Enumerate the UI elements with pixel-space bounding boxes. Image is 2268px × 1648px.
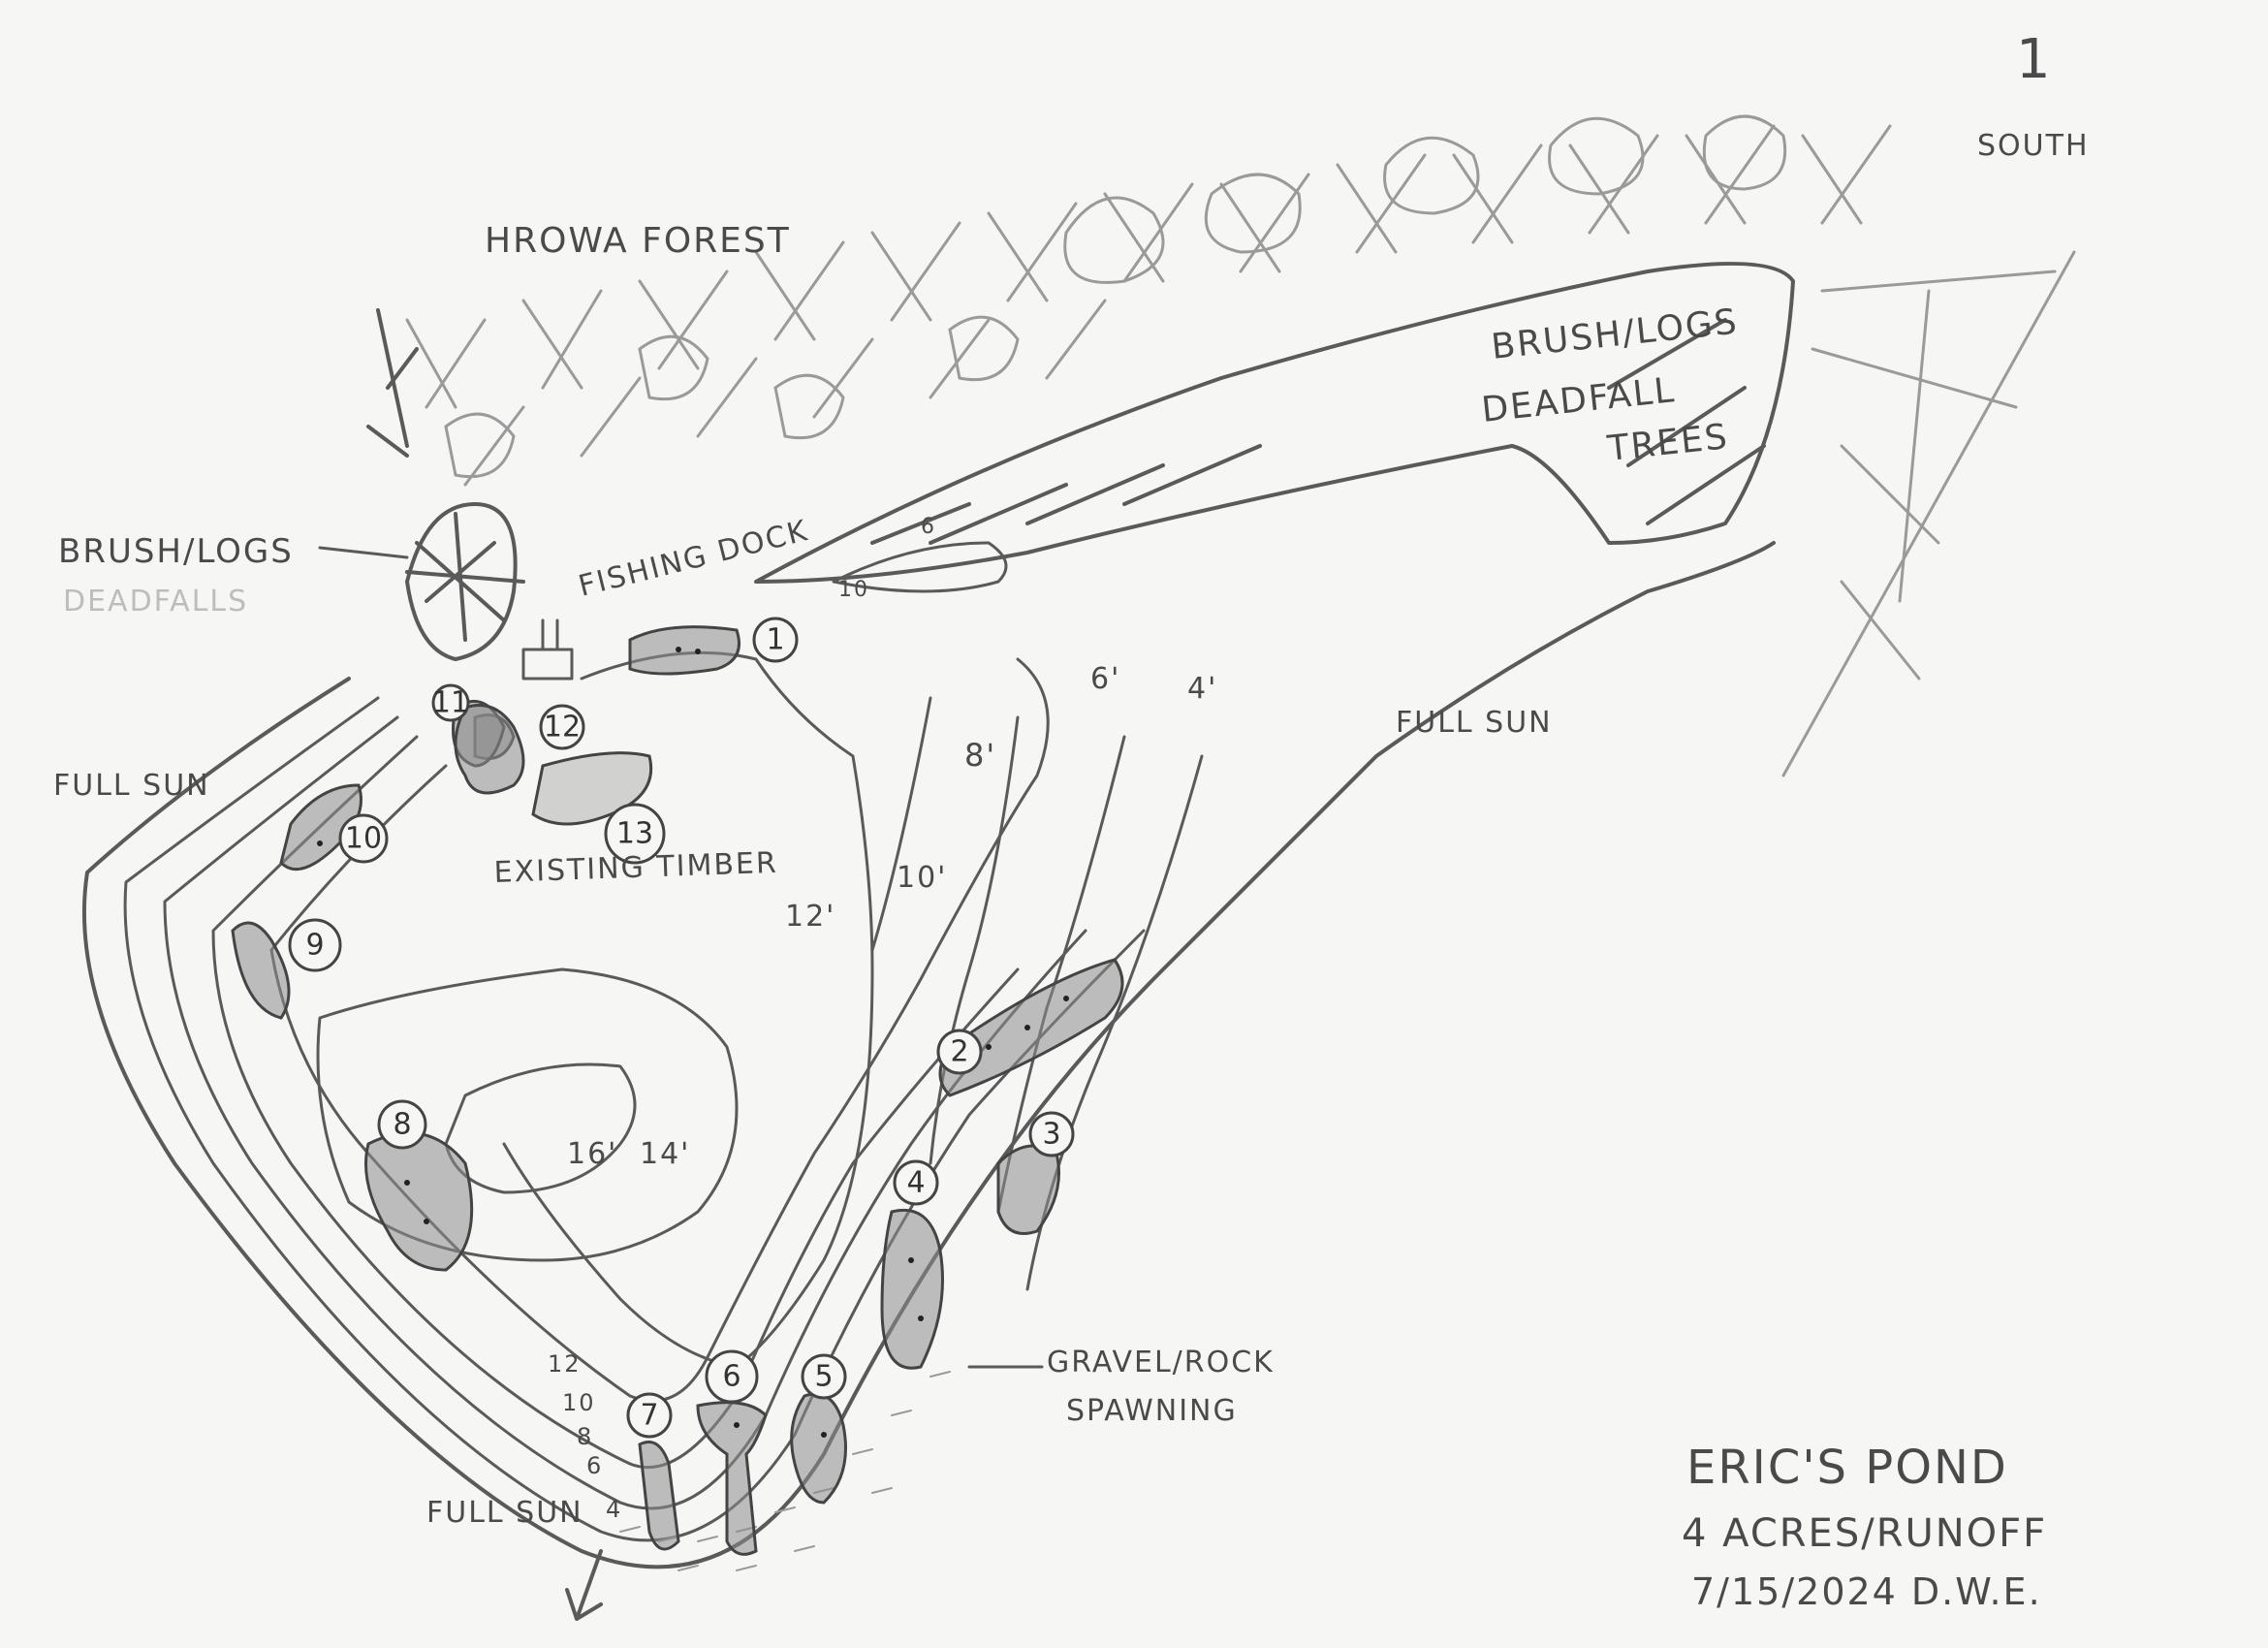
depth-10-bottom: 10 xyxy=(562,1389,596,1416)
depth-14ft: 14' xyxy=(640,1137,690,1171)
structure-marker-12: 12 xyxy=(539,704,585,750)
fishing-dock xyxy=(521,618,574,681)
full-sun-left-label: FULL SUN xyxy=(53,769,210,803)
pond-date: 7/15/2024 D.W.E. xyxy=(1691,1570,2042,1613)
structure-marker-3: 3 xyxy=(1028,1111,1075,1157)
depth-4-bottom: 4 xyxy=(606,1496,622,1523)
depth-12ft: 12' xyxy=(785,900,835,934)
deadfall-label: DEADFALL xyxy=(1480,370,1678,430)
depth-10ft: 10' xyxy=(897,861,947,895)
structure-marker-4: 4 xyxy=(893,1159,939,1206)
pond-contours xyxy=(81,541,1776,1569)
structure-marker-2: 2 xyxy=(936,1029,983,1075)
structure-marker-5: 5 xyxy=(801,1353,847,1400)
depth-10-dock: 10 xyxy=(838,578,869,602)
north-marker: 1 xyxy=(2016,28,2053,91)
depth-6-bottom: 6 xyxy=(586,1452,603,1479)
structure-markers: 1 2 3 4 5 6 7 8 9 10 11 12 13 xyxy=(288,617,1075,1439)
depth-6ft: 6' xyxy=(1090,662,1120,696)
forest-scribbles xyxy=(405,114,2076,777)
brush-logs-right-label: BRUSH/LOGS xyxy=(1490,301,1741,367)
svg-text:3: 3 xyxy=(1042,1118,1060,1152)
trees-label: TREES xyxy=(1605,417,1731,469)
svg-text:5: 5 xyxy=(814,1360,833,1394)
svg-text:1: 1 xyxy=(766,623,784,657)
depth-8-bottom: 8 xyxy=(577,1423,593,1450)
depth-labels: 4' 6' 8' 10' 12' 14' 16' 10 6 12 10 8 6 … xyxy=(548,515,1217,1523)
existing-timber-label: EXISTING TIMBER xyxy=(493,846,778,890)
structure-marker-13: 13 xyxy=(604,803,666,865)
svg-text:8: 8 xyxy=(393,1108,411,1142)
depth-4ft: 4' xyxy=(1187,672,1217,706)
depth-16ft: 16' xyxy=(567,1137,617,1171)
depth-6-dock: 6 xyxy=(921,515,936,539)
title-block: ERIC'S POND 4 ACRES/RUNOFF 7/15/2024 D.W… xyxy=(1682,1441,2047,1613)
full-sun-bottom-label: FULL SUN xyxy=(426,1496,583,1530)
svg-text:2: 2 xyxy=(950,1035,968,1069)
svg-text:7: 7 xyxy=(640,1399,658,1433)
brush-pile-right xyxy=(754,262,1795,584)
structure-marker-9: 9 xyxy=(288,918,342,972)
full-sun-right-label: FULL SUN xyxy=(1396,706,1553,740)
spawning-label: SPAWNING xyxy=(1066,1394,1238,1428)
structure-marker-10: 10 xyxy=(338,813,389,864)
pond-subtitle: 4 ACRES/RUNOFF xyxy=(1682,1511,2047,1556)
fishing-dock-label: FISHING DOCK xyxy=(575,514,811,604)
outflow-arrow xyxy=(565,1549,603,1621)
gravel-rock-label: GRAVEL/ROCK xyxy=(1047,1346,1275,1379)
structure-marker-1: 1 xyxy=(752,617,799,663)
brush-logs-left-leader xyxy=(318,546,409,559)
structure-marker-7: 7 xyxy=(626,1392,673,1439)
pond-title: ERIC'S POND xyxy=(1686,1441,2008,1495)
svg-text:11: 11 xyxy=(432,686,469,720)
svg-text:9: 9 xyxy=(305,929,324,963)
structure-marker-8: 8 xyxy=(377,1099,427,1150)
forest-label: HROWA FOREST xyxy=(485,221,791,261)
structure-marker-11: 11 xyxy=(431,683,470,722)
brush-pile-left xyxy=(366,308,525,661)
brush-logs-left-label: BRUSH/LOGS xyxy=(58,532,294,571)
svg-text:12: 12 xyxy=(544,711,581,745)
svg-text:10: 10 xyxy=(345,822,382,856)
depth-8ft: 8' xyxy=(964,737,996,774)
svg-text:4: 4 xyxy=(906,1166,925,1200)
svg-text:6: 6 xyxy=(722,1360,740,1394)
direction-label: SOUTH xyxy=(1977,129,2090,163)
rock-structures xyxy=(231,625,1124,1556)
deadfalls-left-label: DEADFALLS xyxy=(63,585,248,618)
structure-marker-6: 6 xyxy=(705,1349,759,1404)
depth-12-bottom: 12 xyxy=(548,1350,582,1378)
svg-text:13: 13 xyxy=(616,817,653,851)
